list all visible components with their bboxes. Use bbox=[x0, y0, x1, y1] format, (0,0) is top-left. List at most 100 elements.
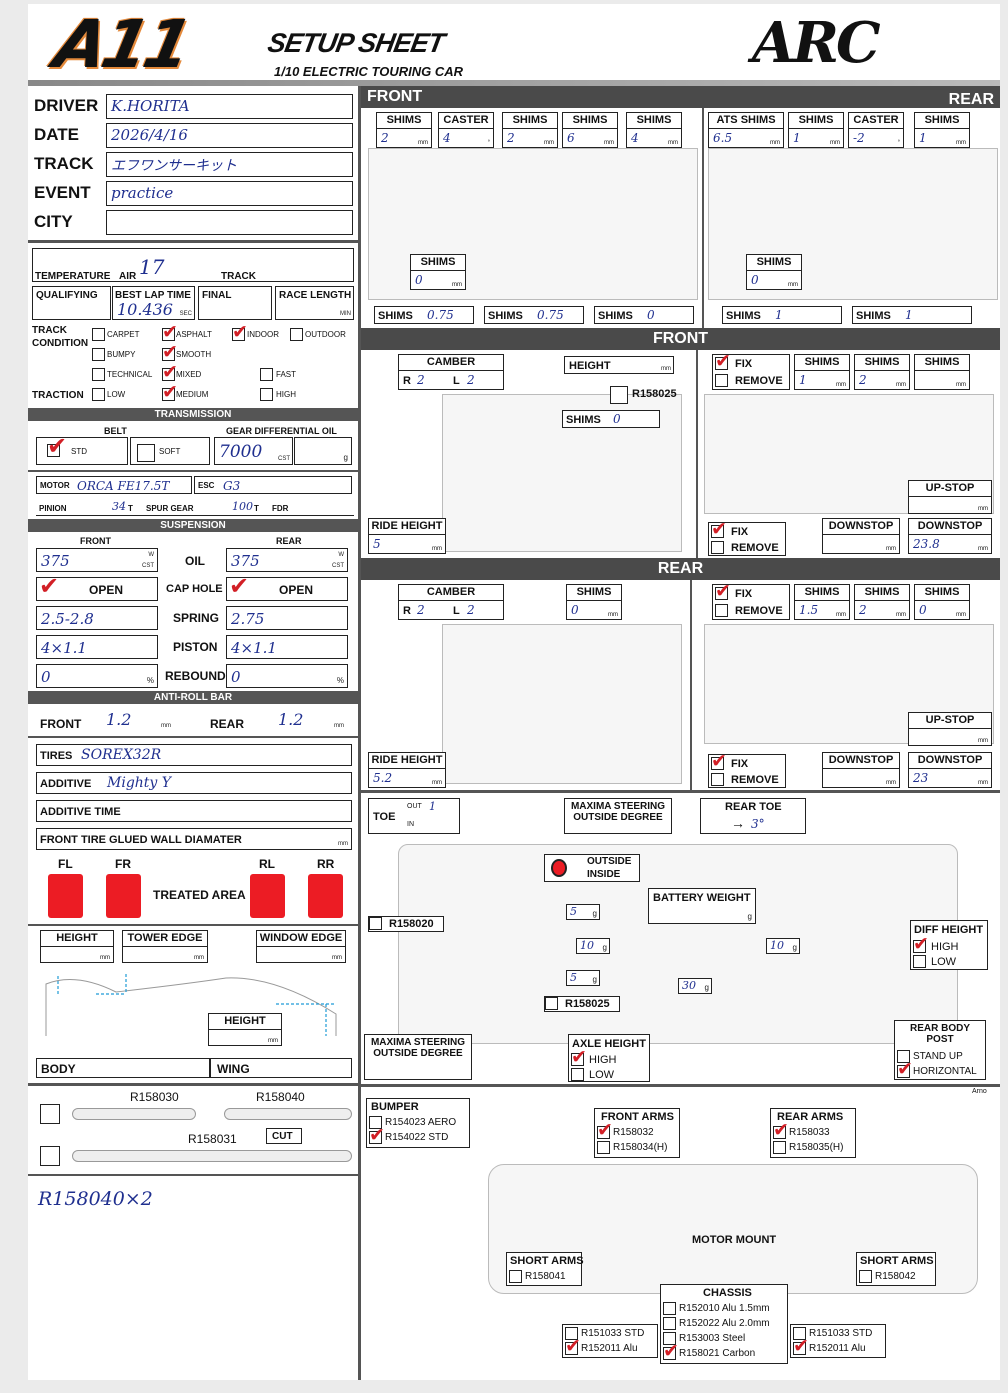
chassis-2-checkbox[interactable] bbox=[663, 1317, 676, 1330]
driver-field[interactable]: K.HORITA bbox=[106, 94, 353, 119]
low-checkbox[interactable] bbox=[92, 388, 105, 401]
rear-fix-top-checkbox[interactable] bbox=[715, 587, 728, 600]
front-piston-field[interactable]: 4×1.1 bbox=[36, 635, 158, 659]
right-hub-2-checkbox[interactable] bbox=[793, 1342, 806, 1355]
date-field[interactable]: 2026/4/16 bbox=[106, 123, 353, 148]
asphalt-checkbox[interactable] bbox=[162, 328, 175, 341]
rear-remove-top-checkbox[interactable] bbox=[715, 604, 728, 617]
chassis-3-checkbox[interactable] bbox=[663, 1332, 676, 1345]
final-box[interactable]: FINAL bbox=[198, 286, 272, 320]
chassis-options-box[interactable]: CHASSIS R152010 Alu 1.5mm R152022 Alu 2.… bbox=[660, 1284, 788, 1364]
rear-caster[interactable]: CASTER-2° bbox=[848, 112, 904, 148]
outside-inside-box[interactable]: OUTSIDE INSIDE bbox=[544, 854, 640, 882]
front-remove-top-checkbox[interactable] bbox=[715, 374, 728, 387]
left-hub-box[interactable]: R151033 STD ✔ R152011 Alu bbox=[562, 1324, 658, 1358]
battery-weight-box[interactable]: BATTERY WEIGHT g bbox=[648, 888, 756, 924]
belt-soft-box[interactable]: SOFT bbox=[130, 437, 210, 465]
chassis-4-checkbox[interactable] bbox=[663, 1347, 676, 1360]
fl-treated-area[interactable] bbox=[48, 874, 83, 918]
best-lap-box[interactable]: BEST LAP TIME 10.436 SEC bbox=[112, 286, 195, 320]
front-fix-remove-top[interactable]: ✔ FIX REMOVE bbox=[712, 352, 790, 390]
rr-treated-area[interactable] bbox=[308, 874, 343, 918]
indoor-checkbox[interactable] bbox=[232, 328, 245, 341]
r158020-box[interactable]: R158020 bbox=[368, 916, 444, 932]
event-field[interactable]: practice bbox=[106, 181, 353, 206]
axle-height-box[interactable]: AXLE HEIGHT ✔ HIGH LOW bbox=[568, 1034, 650, 1082]
esc-field[interactable]: ESC G3 bbox=[194, 476, 352, 494]
additive-time-field[interactable]: ADDITIVE TIME bbox=[36, 800, 352, 822]
left-hub-1-checkbox[interactable] bbox=[565, 1327, 578, 1340]
body-field[interactable]: BODY bbox=[36, 1058, 210, 1078]
qualifying-box[interactable]: QUALIFYING bbox=[32, 286, 111, 320]
rear-fix-remove-top[interactable]: ✔ FIX REMOVE bbox=[712, 582, 790, 620]
smooth-checkbox[interactable] bbox=[162, 348, 175, 361]
mixed-checkbox[interactable] bbox=[162, 368, 175, 381]
axle-high-checkbox[interactable] bbox=[571, 1053, 584, 1066]
high-checkbox[interactable] bbox=[260, 388, 273, 401]
rl-treated-area[interactable] bbox=[250, 874, 285, 918]
rear-body-post-box[interactable]: REAR BODY POST STAND UP ✔ HORIZONTAL bbox=[894, 1020, 986, 1080]
track-field[interactable]: エフワンサーキット bbox=[106, 152, 353, 177]
belt-std-checkbox[interactable] bbox=[47, 444, 60, 457]
outdoor-checkbox[interactable] bbox=[290, 328, 303, 341]
race-length-box[interactable]: RACE LENGTH MIN bbox=[275, 286, 354, 320]
front-r158025-checkbox[interactable] bbox=[610, 386, 628, 404]
motor-field[interactable]: MOTOR ORCA FE17.5T bbox=[36, 476, 192, 494]
gear-diff-weight[interactable]: g bbox=[294, 437, 352, 465]
diff-high-checkbox[interactable] bbox=[913, 940, 926, 953]
rear-caphole-field[interactable]: ✔OPEN bbox=[226, 575, 348, 601]
gear-diff-field[interactable]: 7000 CST bbox=[214, 437, 293, 465]
medium-checkbox[interactable] bbox=[162, 388, 175, 401]
front-fix-top-checkbox[interactable] bbox=[715, 357, 728, 370]
carpet-checkbox[interactable] bbox=[92, 328, 105, 341]
rear-camber[interactable]: CAMBER R 2 L 2 bbox=[398, 584, 504, 620]
diff-low-checkbox[interactable] bbox=[913, 955, 926, 968]
front-caphole-field[interactable]: ✔OPEN bbox=[36, 575, 158, 601]
rear-toe-box[interactable]: REAR TOE → 3° bbox=[700, 798, 806, 834]
r158025-checkbox[interactable] bbox=[545, 997, 558, 1010]
front-arms-2-checkbox[interactable] bbox=[597, 1141, 610, 1154]
rear-arms-2-checkbox[interactable] bbox=[773, 1141, 786, 1154]
max-steer-bottom[interactable]: MAXIMA STEERING OUTSIDE DEGREE bbox=[364, 1034, 472, 1080]
bumper-std-checkbox[interactable] bbox=[369, 1131, 382, 1144]
short-arms-left-checkbox[interactable] bbox=[509, 1270, 522, 1283]
rear-piston-field[interactable]: 4×1.1 bbox=[226, 635, 348, 659]
toe-box[interactable]: TOE OUT 1 IN bbox=[368, 798, 460, 834]
fr-treated-area[interactable] bbox=[106, 874, 141, 918]
fast-checkbox[interactable] bbox=[260, 368, 273, 381]
bumper-box[interactable]: BUMPER R154023 AERO ✔ R154022 STD bbox=[366, 1098, 470, 1148]
left-hub-2-checkbox[interactable] bbox=[565, 1342, 578, 1355]
short-arms-right-checkbox[interactable] bbox=[859, 1270, 872, 1283]
wing-field[interactable]: WING bbox=[210, 1058, 352, 1078]
axle-low-checkbox[interactable] bbox=[571, 1068, 584, 1081]
belt-soft-checkbox[interactable] bbox=[137, 444, 155, 462]
